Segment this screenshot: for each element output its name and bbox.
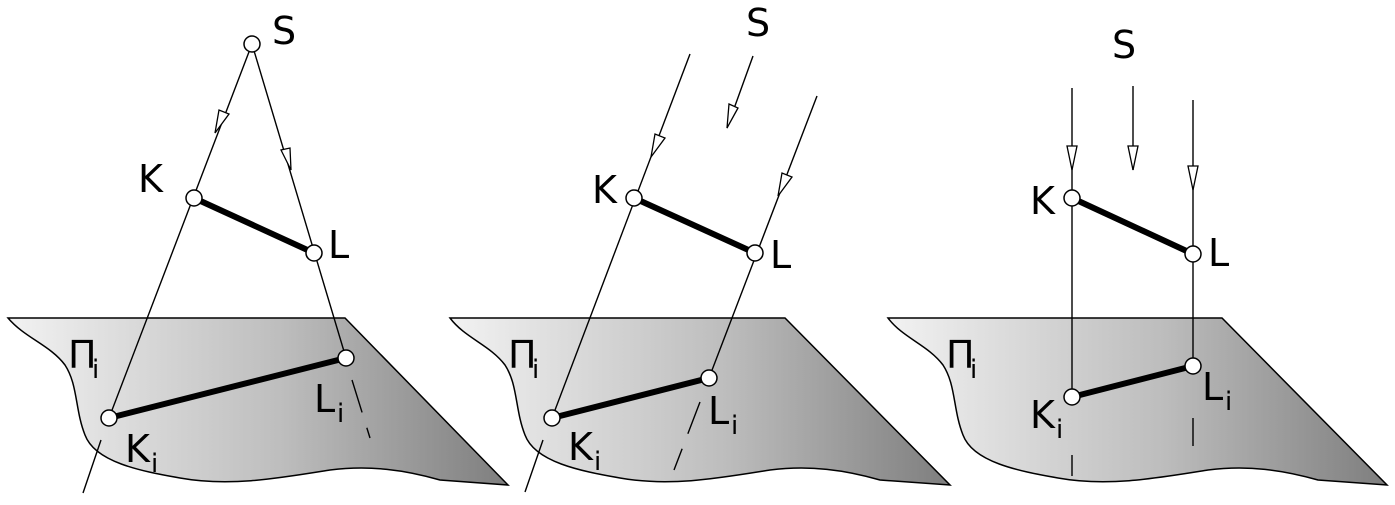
segment-kl [192, 195, 316, 256]
label-li-sub: i [1225, 387, 1232, 417]
segment-kl [1070, 195, 1195, 257]
diagram-oblique: S K L Π i K i L i [448, 1, 952, 493]
label-l: L [1208, 231, 1229, 275]
ray-continuation-k [524, 439, 544, 493]
ray-arrow-l [280, 147, 292, 171]
ray-arrow-l [1187, 165, 1199, 191]
direction-s-arrow [1127, 145, 1139, 171]
label-ki-sub: i [594, 447, 601, 477]
projecting-ray-l [251, 43, 347, 359]
projecting-ray-l [708, 95, 818, 379]
projecting-ray-k [108, 43, 253, 419]
label-plane-sub: i [532, 355, 539, 385]
segment-kl [632, 195, 757, 256]
point-l [1184, 245, 1202, 263]
point-li [1184, 357, 1202, 375]
diagram-orthogonal: S K L Π i K i L i [886, 23, 1389, 486]
label-li-sub: i [337, 399, 344, 429]
label-k: K [592, 168, 618, 212]
label-plane-sub: i [92, 355, 99, 385]
segment-ki-li [551, 375, 710, 421]
label-l: L [328, 223, 349, 267]
point-li [337, 349, 355, 367]
label-ki: K [1030, 393, 1056, 437]
label-k: K [1030, 179, 1056, 223]
ray-continuation-k [82, 439, 102, 494]
projection-plane [6, 317, 510, 486]
segment-ki-li [1071, 363, 1194, 400]
point-l [305, 244, 323, 262]
ray-arrow-k [1066, 145, 1078, 171]
label-s: S [1112, 23, 1136, 67]
ray-arrow-k [214, 109, 231, 134]
segment-ki-li [108, 355, 347, 421]
point-li [700, 369, 718, 387]
ray-continuation-l [673, 401, 701, 471]
label-plane-sub: i [970, 355, 977, 385]
label-ki-sub: i [151, 449, 158, 479]
label-ki-sub: i [1056, 415, 1063, 445]
point-l [746, 244, 764, 262]
label-plane: Π [946, 333, 975, 377]
ray-arrow-k [650, 133, 667, 158]
ray-arrow-l [777, 172, 794, 197]
label-li: L [314, 377, 335, 421]
projection-plane [886, 317, 1389, 486]
label-s: S [272, 9, 296, 53]
label-li: L [1202, 365, 1223, 409]
projecting-ray-k [551, 53, 691, 419]
projection-plane [448, 317, 952, 486]
point-k [185, 189, 203, 207]
label-k: K [138, 157, 164, 201]
label-ki: K [568, 425, 594, 469]
ray-continuation-l [351, 379, 371, 439]
label-li-sub: i [731, 411, 738, 441]
label-plane: Π [508, 333, 537, 377]
point-s [243, 35, 261, 53]
label-plane: Π [68, 333, 97, 377]
label-ki: K [125, 427, 151, 471]
label-s: S [746, 1, 770, 45]
point-ki [100, 409, 118, 427]
diagram-central: S K L Π i K i L i [6, 9, 510, 494]
point-ki [543, 409, 561, 427]
point-ki [1063, 388, 1081, 406]
label-li: L [708, 389, 729, 433]
label-l: L [770, 233, 791, 277]
point-k [1063, 189, 1081, 207]
point-k [625, 189, 643, 207]
direction-s-arrow [726, 103, 739, 129]
